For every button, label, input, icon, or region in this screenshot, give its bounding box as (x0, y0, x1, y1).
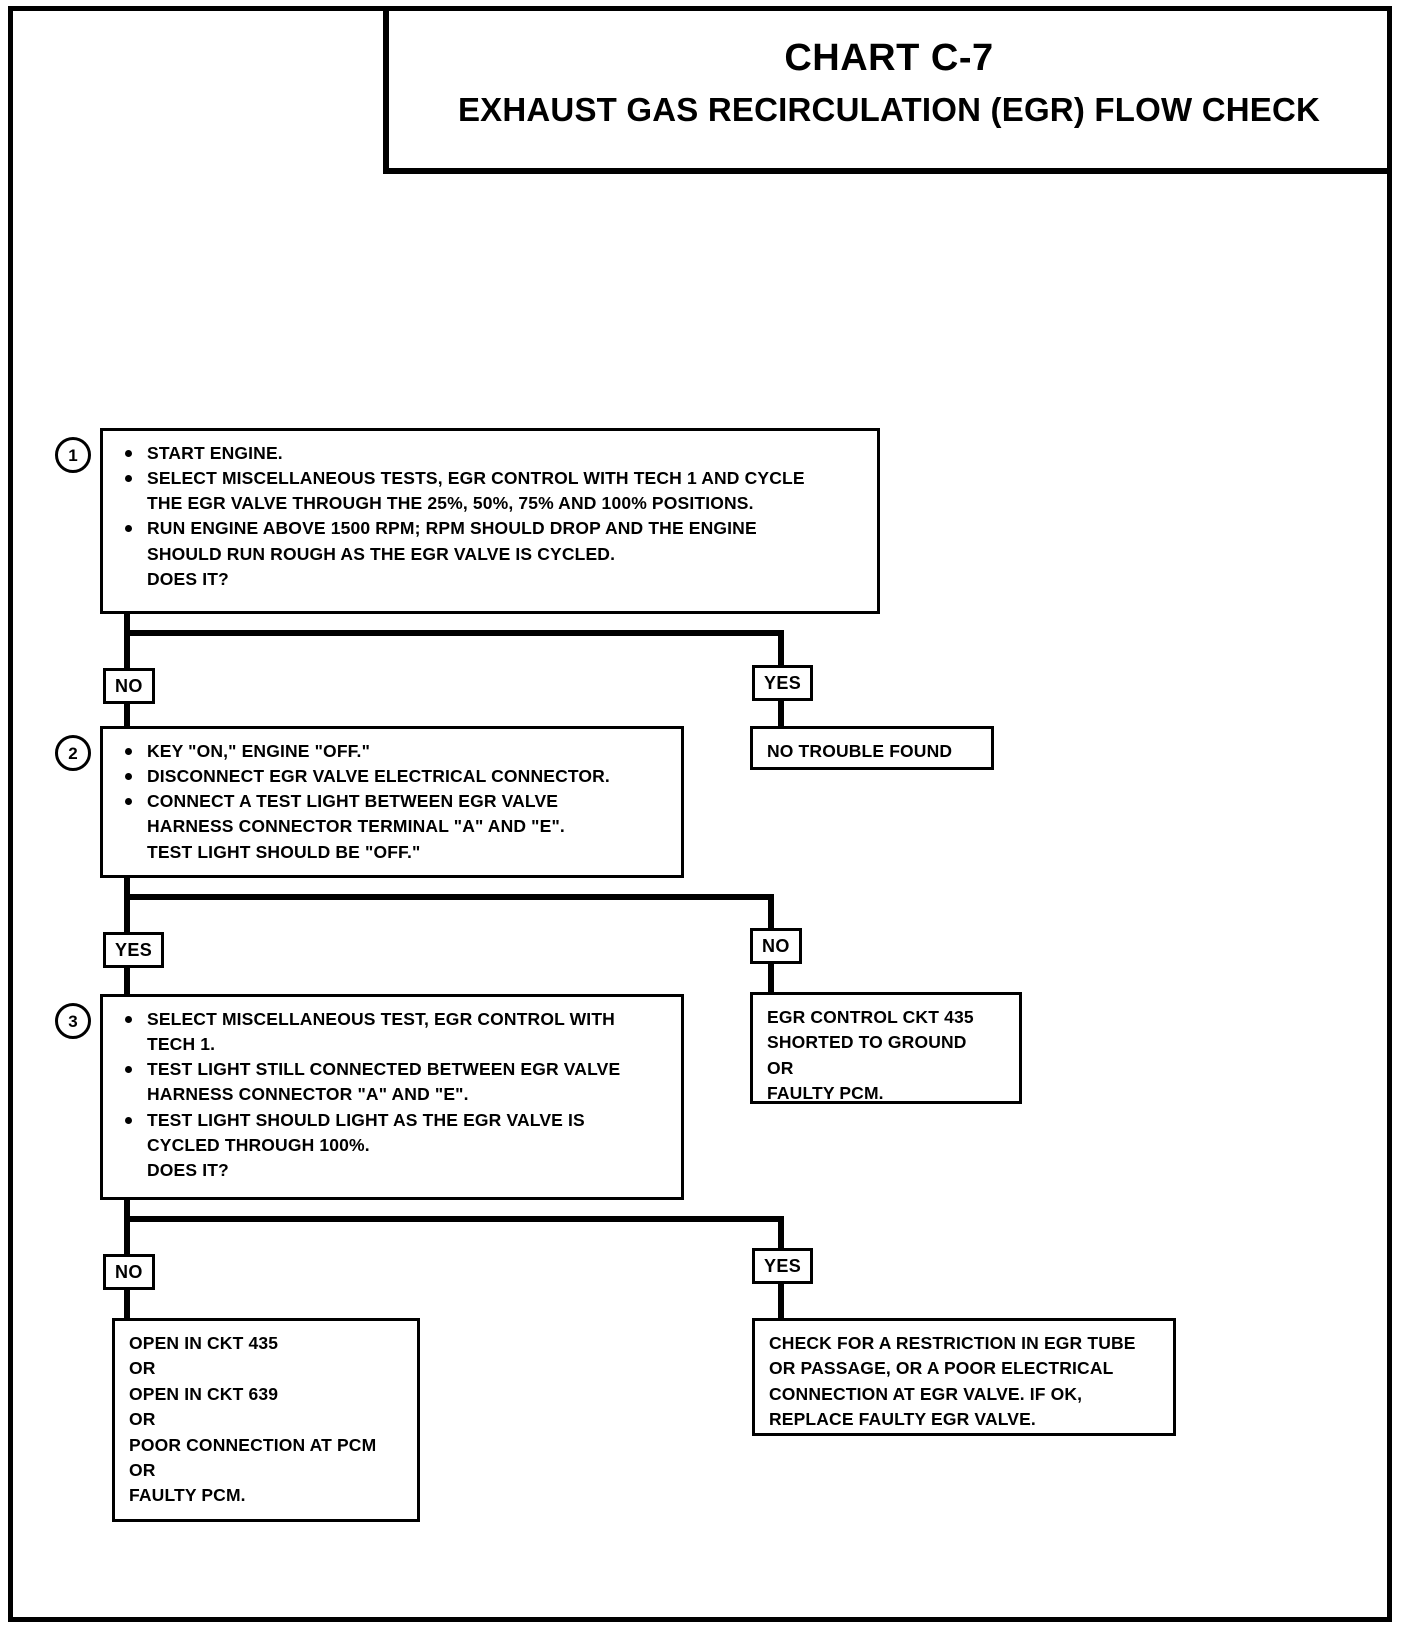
connector-step1-stub (124, 614, 130, 636)
step-3-line-5: TEST LIGHT SHOULD LIGHT AS THE EGR VALVE… (117, 1108, 669, 1132)
step-box-3: SELECT MISCELLANEOUS TEST, EGR CONTROL W… (100, 994, 684, 1200)
branch-tag-step1-no: NO (103, 668, 155, 704)
connector-step3-stub (124, 1200, 130, 1222)
step-3-line-2: TECH 1. (147, 1034, 216, 1055)
result-open-circuit-line-2: OR (129, 1358, 156, 1379)
step-2-line-5: TEST LIGHT SHOULD BE "OFF." (147, 841, 421, 862)
connector-step3-yes-drop (778, 1216, 784, 1254)
page-border (8, 6, 1392, 1622)
chart-title: CHART C-7 (784, 37, 994, 79)
step-3-line-3: TEST LIGHT STILL CONNECTED BETWEEN EGR V… (117, 1057, 669, 1081)
connector-step3-bar (124, 1216, 784, 1222)
step-number-2: 2 (55, 735, 91, 771)
result-egr-shorted-line-4: FAULTY PCM. (767, 1083, 884, 1104)
step-box-1: START ENGINE. SELECT MISCELLANEOUS TESTS… (100, 428, 880, 614)
step-3-instructions: SELECT MISCELLANEOUS TEST, EGR CONTROL W… (103, 997, 681, 1191)
result-box-check-restriction: CHECK FOR A RESTRICTION IN EGR TUBE OR P… (752, 1318, 1176, 1436)
result-egr-shorted-line-1: EGR CONTROL CKT 435 (767, 1007, 974, 1027)
step-2-line-2: DISCONNECT EGR VALVE ELECTRICAL CONNECTO… (117, 764, 669, 788)
step-1-line-3: THE EGR VALVE THROUGH THE 25%, 50%, 75% … (147, 493, 754, 514)
result-check-restriction-line-3: CONNECTION AT EGR VALVE. IF OK, (769, 1383, 1083, 1404)
step-1-line-6: DOES IT? (147, 568, 229, 589)
connector-step2-yes-to-step3 (124, 967, 130, 995)
connector-step2-no-drop (768, 894, 774, 932)
result-open-circuit-line-7: FAULTY PCM. (129, 1485, 246, 1506)
step-2-line-1: KEY "ON," ENGINE "OFF." (117, 739, 669, 763)
connector-step1-no-to-step2 (124, 703, 130, 730)
branch-tag-step3-no: NO (103, 1254, 155, 1290)
step-1-line-4: RUN ENGINE ABOVE 1500 RPM; RPM SHOULD DR… (117, 516, 865, 540)
connector-step3-yes-to-result (778, 1283, 784, 1321)
connector-step2-no-to-result (768, 963, 774, 996)
branch-tag-step2-yes: YES (103, 932, 165, 968)
step-2-line-4: HARNESS CONNECTOR TERMINAL "A" AND "E". (147, 816, 565, 837)
result-open-circuit-line-5: POOR CONNECTION AT PCM (129, 1434, 377, 1455)
step-box-2: KEY "ON," ENGINE "OFF." DISCONNECT EGR V… (100, 726, 684, 878)
step-3-line-6: CYCLED THROUGH 100%. (147, 1134, 370, 1155)
step-number-3: 3 (55, 1003, 91, 1039)
result-open-circuit-line-6: OR (129, 1459, 156, 1480)
step-1-line-2: SELECT MISCELLANEOUS TESTS, EGR CONTROL … (117, 466, 865, 490)
result-egr-shorted-line-2: SHORTED TO GROUND (767, 1032, 967, 1053)
connector-step2-bar (124, 894, 774, 900)
step-1-line-1: START ENGINE. (117, 441, 865, 465)
branch-tag-step1-yes: YES (752, 665, 814, 701)
connector-step2-stub (124, 878, 130, 900)
connector-step2-yes-drop (124, 894, 130, 936)
branch-tag-step2-no: NO (750, 928, 802, 964)
branch-tag-step3-yes: YES (752, 1248, 814, 1284)
result-check-restriction-line-2: OR PASSAGE, OR A POOR ELECTRICAL (769, 1358, 1114, 1379)
result-check-restriction-line-4: REPLACE FAULTY EGR VALVE. (769, 1409, 1036, 1430)
step-1-line-5: SHOULD RUN ROUGH AS THE EGR VALVE IS CYC… (147, 543, 616, 564)
connector-step3-no-to-result (124, 1289, 130, 1321)
step-3-line-1: SELECT MISCELLANEOUS TEST, EGR CONTROL W… (117, 1007, 669, 1031)
step-number-1: 1 (55, 437, 91, 473)
step-2-line-3: CONNECT A TEST LIGHT BETWEEN EGR VALVE (117, 789, 669, 813)
connector-step1-no-drop (124, 630, 130, 672)
result-box-open-circuit: OPEN IN CKT 435 OR OPEN IN CKT 639 OR PO… (112, 1318, 420, 1522)
connector-step1-bar (124, 630, 784, 636)
result-box-no-trouble-found: NO TROUBLE FOUND (750, 726, 994, 770)
result-no-trouble-found-line-1: NO TROUBLE FOUND (767, 741, 953, 761)
step-2-instructions: KEY "ON," ENGINE "OFF." DISCONNECT EGR V… (103, 729, 681, 873)
connector-step1-yes-drop (778, 630, 784, 668)
result-open-circuit-line-4: OR (129, 1409, 156, 1430)
result-check-restriction-line-1: CHECK FOR A RESTRICTION IN EGR TUBE (769, 1333, 1136, 1353)
connector-step1-yes-to-result (778, 700, 784, 730)
result-egr-shorted-line-3: OR (767, 1057, 794, 1078)
connector-step3-no-drop (124, 1216, 130, 1258)
result-open-circuit-line-1: OPEN IN CKT 435 (129, 1333, 279, 1353)
chart-subtitle: EXHAUST GAS RECIRCULATION (EGR) FLOW CHE… (457, 91, 1321, 128)
step-3-line-4: HARNESS CONNECTOR "A" AND "E". (147, 1084, 469, 1105)
step-3-line-7: DOES IT? (147, 1159, 229, 1180)
result-box-egr-shorted: EGR CONTROL CKT 435 SHORTED TO GROUND OR… (750, 992, 1022, 1104)
result-open-circuit-line-3: OPEN IN CKT 639 (129, 1383, 279, 1404)
title-block: CHART C-7 EXHAUST GAS RECIRCULATION (EGR… (383, 11, 1389, 174)
step-1-instructions: START ENGINE. SELECT MISCELLANEOUS TESTS… (103, 431, 877, 600)
